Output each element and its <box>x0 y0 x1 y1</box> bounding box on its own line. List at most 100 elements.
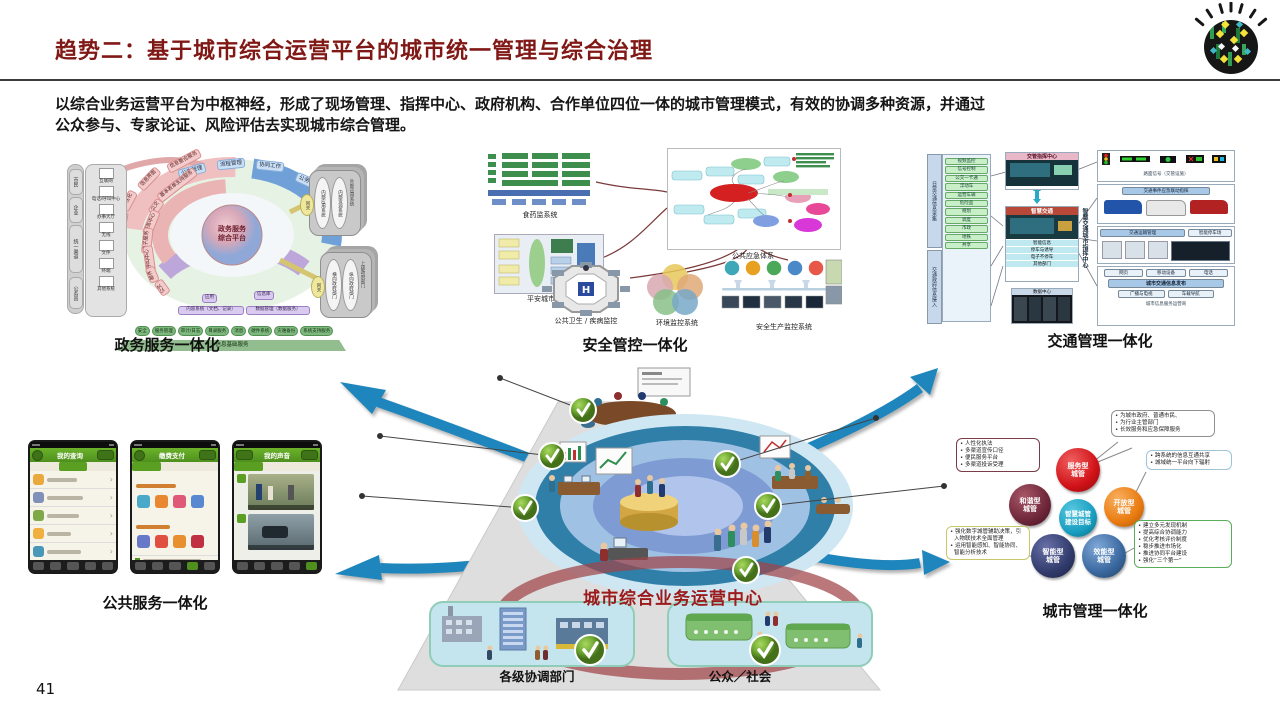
public-service-caption: 公共服务一体化 <box>102 594 208 612</box>
page-title: 趋势二：基于城市综合运营平台的城市统一管理与综合治理 <box>55 39 654 64</box>
phone-navbar[interactable] <box>132 560 218 572</box>
traffic-right1-label: 路面信号（交管设施） <box>1143 172 1189 177</box>
gov-service-diagram: 政务服务 综合平台 公文管理 流程管理 协同工作 公务审批 信息整合服务 信息界… <box>62 148 372 355</box>
public-society-label: 公众／社会 <box>708 669 772 684</box>
emergency-caption: 公共应急体系 <box>732 252 774 260</box>
phone-title: 缴费支付 <box>159 452 185 460</box>
gov-channel-tabbar: 市民 企业 统一渠道 公务员 <box>67 164 84 314</box>
leader-dots <box>359 375 947 499</box>
intro-line-1: 以综合业务运营平台为中枢神经，形成了现场管理、指挥中心、政府机构、合作单位四位一… <box>55 95 986 113</box>
gov-channel: 无线 <box>101 233 111 238</box>
gov-channel-tab: 企业 <box>69 197 83 223</box>
intro-paragraph: 以综合业务运营平台为中枢神经，形成了现场管理、指挥中心、政府机构、合作单位四位一… <box>55 94 1230 136</box>
leader-lines <box>361 377 945 509</box>
gov-channel: 互联网 <box>99 179 113 184</box>
gov-stack-external: 内部应用系统 内部资源系统 外部应用系统 <box>309 170 361 236</box>
traffic-data-center: 数据中心 <box>1011 288 1073 324</box>
pyramid-graphic <box>335 367 950 691</box>
gov-green-base: 信息基础服务 <box>118 340 346 351</box>
meeting-cluster <box>581 367 691 428</box>
gov-channel-list: 互联网 电话/呼叫中心 办事大厅 无线 文件 终端 其他系统 <box>85 164 127 317</box>
phone-tabs[interactable] <box>234 462 320 471</box>
gov-channel: 其他系统 <box>97 287 115 292</box>
check-badges <box>511 396 782 666</box>
traffic-caption: 交通管理一体化 <box>1047 332 1153 350</box>
callout-harmonious: 人性化执法 多渠道宣传口径 便民服务平台 多渠道投诉受理 <box>956 438 1040 472</box>
phone-back-button[interactable] <box>236 450 253 460</box>
gov-gateway: 网关 <box>311 276 325 298</box>
food-drug-caption: 食药监系统 <box>522 211 558 219</box>
callout-service: 为城市政府、普通市民、 为行业主管部门 长效服务和应急保障服务 <box>1111 410 1215 437</box>
phone-navbar[interactable] <box>30 560 116 572</box>
phone-action-button[interactable] <box>97 450 114 460</box>
traffic-smart-box: 智慧交通 智能信息 停车与诱导 电子不停车 其他部门 <box>1005 206 1079 282</box>
phone-tabs[interactable] <box>132 462 218 471</box>
traffic-diagram: 日常交通信息采集 交通政府信息接入 视频监控 信号控制 公交一卡通 浮动车 运营… <box>925 146 1235 346</box>
callout-intelligent: 强化数字城管辅助决策，引入物联技术全面管理 运用智能感知、智能协同、智能分析技术 <box>946 526 1030 560</box>
bubble-center-goal: 智慧城管建设目标 <box>1059 499 1097 537</box>
safety-caption: 安全管控一体化 <box>582 336 688 354</box>
traffic-left-bottom-label: 交通政府信息接入 <box>927 250 942 324</box>
gov-channel: 电话/呼叫中心 <box>91 197 121 202</box>
traffic-left-list: 视频监控 信号控制 公交一卡通 浮动车 运营车辆 危险品 规划 调度 市政 地铁… <box>942 154 991 322</box>
city-mgmt-caption: 城市管理一体化 <box>1042 602 1148 620</box>
phone-back-button[interactable] <box>134 449 145 461</box>
gov-purple-tag: 信息库 <box>254 291 274 300</box>
emergency-panel <box>667 148 841 250</box>
traffic-left-top-label: 日常交通信息采集 <box>927 154 942 248</box>
bubble-harmonious: 和谐型城管 <box>1009 484 1051 526</box>
gov-service-rings <box>108 156 342 311</box>
health-caption: 公共卫生 / 疾病监控 <box>554 317 618 325</box>
phone-action-button[interactable] <box>301 450 318 460</box>
traffic-panel-signals: 路面信号（交管设施） <box>1097 150 1235 182</box>
gov-gateway: 网关 <box>300 194 314 216</box>
traffic-panel-emergency: 交通事件应急联动指挥 <box>1097 184 1235 224</box>
gov-channel-tab: 市民 <box>69 169 83 195</box>
gov-green-bar: 安全 服务管理 审计/日志 目录服务 消息 硬件系统 灾难备份 系统支持服务 <box>130 326 338 336</box>
svg-text:H: H <box>582 285 590 296</box>
bubble-intelligent: 智能型城管 <box>1031 534 1075 578</box>
traffic-panel-transport: 交通运输管理 智能停车场 <box>1097 226 1235 264</box>
env-panel <box>642 262 708 318</box>
phone-back-button[interactable] <box>32 449 43 461</box>
phone-navbar[interactable] <box>234 560 320 572</box>
gov-purple-box: 数据管理（数据服务） <box>246 306 310 315</box>
prod-safety-caption: 安全生产监控系统 <box>756 323 812 331</box>
callout-efficiency: 建立多元发现机制 提高综合协调能力 优化考核评价制度 稳步推进市场化 推进协同平… <box>1134 520 1232 568</box>
phone-statusbar <box>30 442 116 448</box>
gov-stack-upper-gov: 横向政府部门 纵向政府部门 上级政府部门 <box>320 252 372 318</box>
logo-rays <box>1194 2 1268 27</box>
env-caption: 环境监控系统 <box>656 319 698 327</box>
operations-center-label: 城市综合业务运营中心 <box>583 589 763 609</box>
bubble-service: 服务型城管 <box>1056 448 1100 492</box>
phone-tabs[interactable] <box>30 462 116 471</box>
platform-people <box>549 435 850 561</box>
phone-title: 我的查询 <box>57 452 83 460</box>
prod-safety-panel <box>720 258 843 320</box>
safety-diagram: 食药监系统 平安城市系统 <box>482 146 843 352</box>
coordination-label: 各级协调部门 <box>499 669 575 684</box>
traffic-panel-publish: 网页 移动设备 电话 城市交通信息发布 广播与电视 车载导航 城市信息服务运营商 <box>1097 266 1235 326</box>
gov-service-caption: 政务服务一体化 <box>114 336 220 354</box>
gov-purple-box: 内容系统（文档、记录） <box>178 306 244 315</box>
title-divider <box>0 79 1280 81</box>
phone-action-button[interactable] <box>199 450 216 460</box>
gov-channel: 办事大厅 <box>97 215 115 220</box>
public-society-panel <box>667 601 873 667</box>
gov-channel: 文件 <box>101 251 111 256</box>
public-service-diagram: 我的查询 › › › › › 缴费支付 <box>18 436 328 616</box>
food-drug-panel <box>484 150 596 208</box>
phone-mockup-query: 我的查询 › › › › › <box>28 440 118 574</box>
gov-channel-tab: 公务员 <box>69 277 83 309</box>
phone-title: 我的声音 <box>264 452 290 460</box>
traffic-vertical-label: 智慧交通城市指挥中心 <box>1081 208 1088 268</box>
smarter-planet-logo <box>1194 2 1268 74</box>
phone-statusbar <box>132 442 218 448</box>
phone-statusbar <box>234 442 320 448</box>
gov-purple-tag: 应用 <box>202 294 217 303</box>
safe-city-caption: 平安城市系统 <box>527 295 569 303</box>
phone-mockup-voice: 我的声音 <box>232 440 322 574</box>
bubble-efficiency: 效能型城管 <box>1082 534 1126 578</box>
page-number: 41 <box>36 680 56 698</box>
